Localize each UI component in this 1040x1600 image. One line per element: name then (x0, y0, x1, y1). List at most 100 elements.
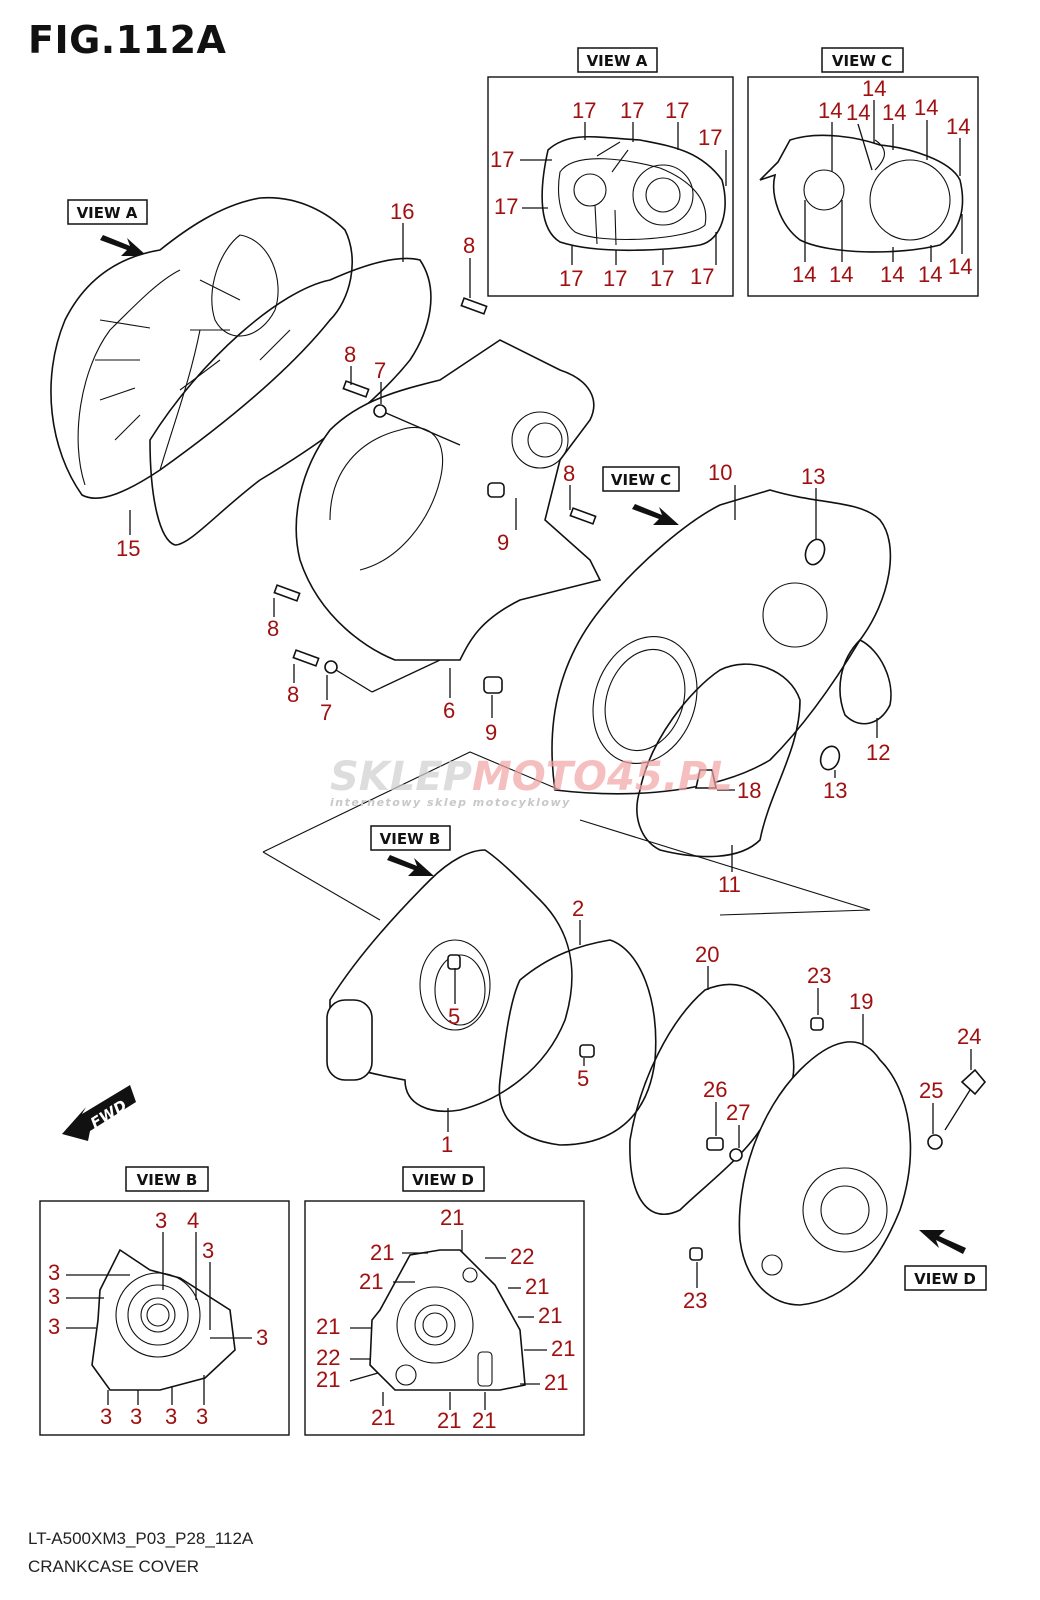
callout-24: 24 (957, 1024, 981, 1049)
view-a-tag-main: VIEW A (67, 199, 148, 225)
plug-bolt-26 (706, 1137, 724, 1151)
svg-text:3: 3 (202, 1238, 214, 1263)
view-a-arrow-icon (100, 235, 147, 256)
view-d-arrow-icon (919, 1230, 966, 1254)
oil-seal-13-b (819, 745, 841, 771)
view-b-tag-main: VIEW B (370, 825, 451, 851)
svg-text:21: 21 (316, 1314, 340, 1339)
svg-text:14: 14 (946, 114, 970, 139)
view-c-arrow-icon (632, 504, 679, 525)
dowel-pin-9-lower (483, 676, 503, 694)
callout-10: 10 (708, 460, 732, 485)
callout-5: 5 (577, 1066, 589, 1091)
cvt-cover-part-15 (50, 196, 353, 499)
callout-16: 16 (390, 199, 414, 224)
clutch-gasket-part-11 (636, 663, 801, 858)
callout-8: 8 (267, 616, 279, 641)
callout-9: 9 (497, 530, 509, 555)
view-c-tag-top: VIEW C (821, 47, 904, 73)
view-b-tag-inset: VIEW B (125, 1166, 209, 1192)
svg-text:21: 21 (551, 1336, 575, 1361)
guide-line (262, 851, 381, 921)
svg-text:21: 21 (538, 1303, 562, 1328)
figure-footer: LT-A500XM3_P03_P28_112A CRANKCASE COVER (28, 1525, 253, 1581)
cvt-cover-gasket-part-16 (149, 257, 432, 546)
figure-title: FIG.112A (28, 18, 227, 62)
callout-27: 27 (726, 1100, 750, 1125)
svg-text:3: 3 (165, 1404, 177, 1429)
callout-9: 9 (485, 720, 497, 745)
svg-text:22: 22 (510, 1244, 534, 1269)
callout-11: 11 (718, 872, 741, 897)
svg-text:VIEW B: VIEW B (137, 1171, 198, 1189)
watermark: SKLEPMOTO45.PL internetowy sklep motocyk… (330, 754, 733, 809)
inner-cover-part-6 (295, 339, 602, 694)
view-c-inset-box (747, 76, 979, 297)
callout-23: 23 (683, 1288, 707, 1313)
bolt-8-e (292, 649, 320, 667)
dowel-pin-23-upper (810, 1017, 824, 1031)
dowel-pin-23-lower (689, 1247, 703, 1261)
guide-line (262, 751, 561, 853)
guide-line (579, 819, 871, 916)
callout-19: 19 (849, 989, 873, 1014)
o-ring-25 (927, 1134, 943, 1150)
model-code: LT-A500XM3_P03_P28_112A (28, 1529, 254, 1548)
svg-text:17: 17 (650, 266, 674, 291)
svg-text:17: 17 (620, 98, 644, 123)
callout-8: 8 (563, 461, 575, 486)
callout-26: 26 (703, 1077, 727, 1102)
svg-text:21: 21 (525, 1274, 549, 1299)
figure-caption: CRANKCASE COVER (28, 1557, 199, 1576)
svg-text:17: 17 (603, 266, 627, 291)
svg-text:17: 17 (494, 194, 518, 219)
svg-text:SKLEPMOTO45.PL: SKLEPMOTO45.PL (330, 754, 733, 800)
svg-text:14: 14 (862, 76, 886, 101)
view-d-tag-inset: VIEW D (402, 1166, 485, 1192)
view-c-cover-drawing (759, 134, 964, 253)
view-d-callouts: 21 21 22 21 21 21 21 21 21 22 21 21 21 2… (316, 1205, 575, 1433)
callout-5: 5 (448, 1004, 460, 1029)
crankcase-cover-part-10 (551, 489, 892, 795)
svg-text:3: 3 (48, 1314, 60, 1339)
gasket-washer-27 (729, 1148, 743, 1162)
svg-text:VIEW A: VIEW A (77, 204, 138, 222)
bolt-8-b (342, 380, 370, 398)
fwd-arrow-icon: FWD (62, 1085, 136, 1141)
svg-text:21: 21 (544, 1370, 568, 1395)
svg-text:21: 21 (472, 1408, 496, 1433)
svg-text:21: 21 (371, 1405, 395, 1430)
svg-text:VIEW B: VIEW B (380, 830, 441, 848)
stator-gasket-part-2 (498, 939, 657, 1146)
callout-8: 8 (287, 682, 299, 707)
svg-text:14: 14 (829, 262, 853, 287)
view-a-callouts: 17 17 17 17 17 17 17 17 17 17 (490, 98, 727, 291)
svg-text:14: 14 (948, 254, 972, 279)
view-d-cover-drawing (369, 1249, 526, 1391)
view-b-arrow-icon (387, 855, 434, 876)
bolt-8-a (460, 297, 488, 315)
generator-cover-part-19 (738, 1041, 912, 1306)
view-b-callouts: 3 4 3 3 3 3 3 3 3 3 3 (48, 1208, 268, 1429)
svg-text:14: 14 (818, 98, 842, 123)
view-b-cover-drawing (91, 1248, 236, 1391)
view-c-tag-text: VIEW C (832, 52, 892, 70)
svg-text:22: 22 (316, 1345, 340, 1370)
callout-13: 13 (801, 464, 825, 489)
view-d-inset-box (304, 1200, 585, 1436)
svg-text:VIEW D: VIEW D (412, 1171, 474, 1189)
svg-text:21: 21 (437, 1408, 461, 1433)
callout-20: 20 (695, 942, 719, 967)
gasket-part-12 (839, 639, 892, 725)
oil-seal-13-a (804, 538, 826, 566)
callout-2: 2 (572, 896, 584, 921)
callout-7: 7 (374, 358, 386, 383)
svg-text:17: 17 (572, 98, 596, 123)
dowel-pin-9-upper (487, 482, 505, 498)
svg-text:21: 21 (359, 1269, 383, 1294)
callout-18: 18 (737, 778, 761, 803)
svg-text:3: 3 (48, 1260, 60, 1285)
callout-12: 12 (866, 740, 890, 765)
callout-1: 1 (441, 1132, 453, 1157)
